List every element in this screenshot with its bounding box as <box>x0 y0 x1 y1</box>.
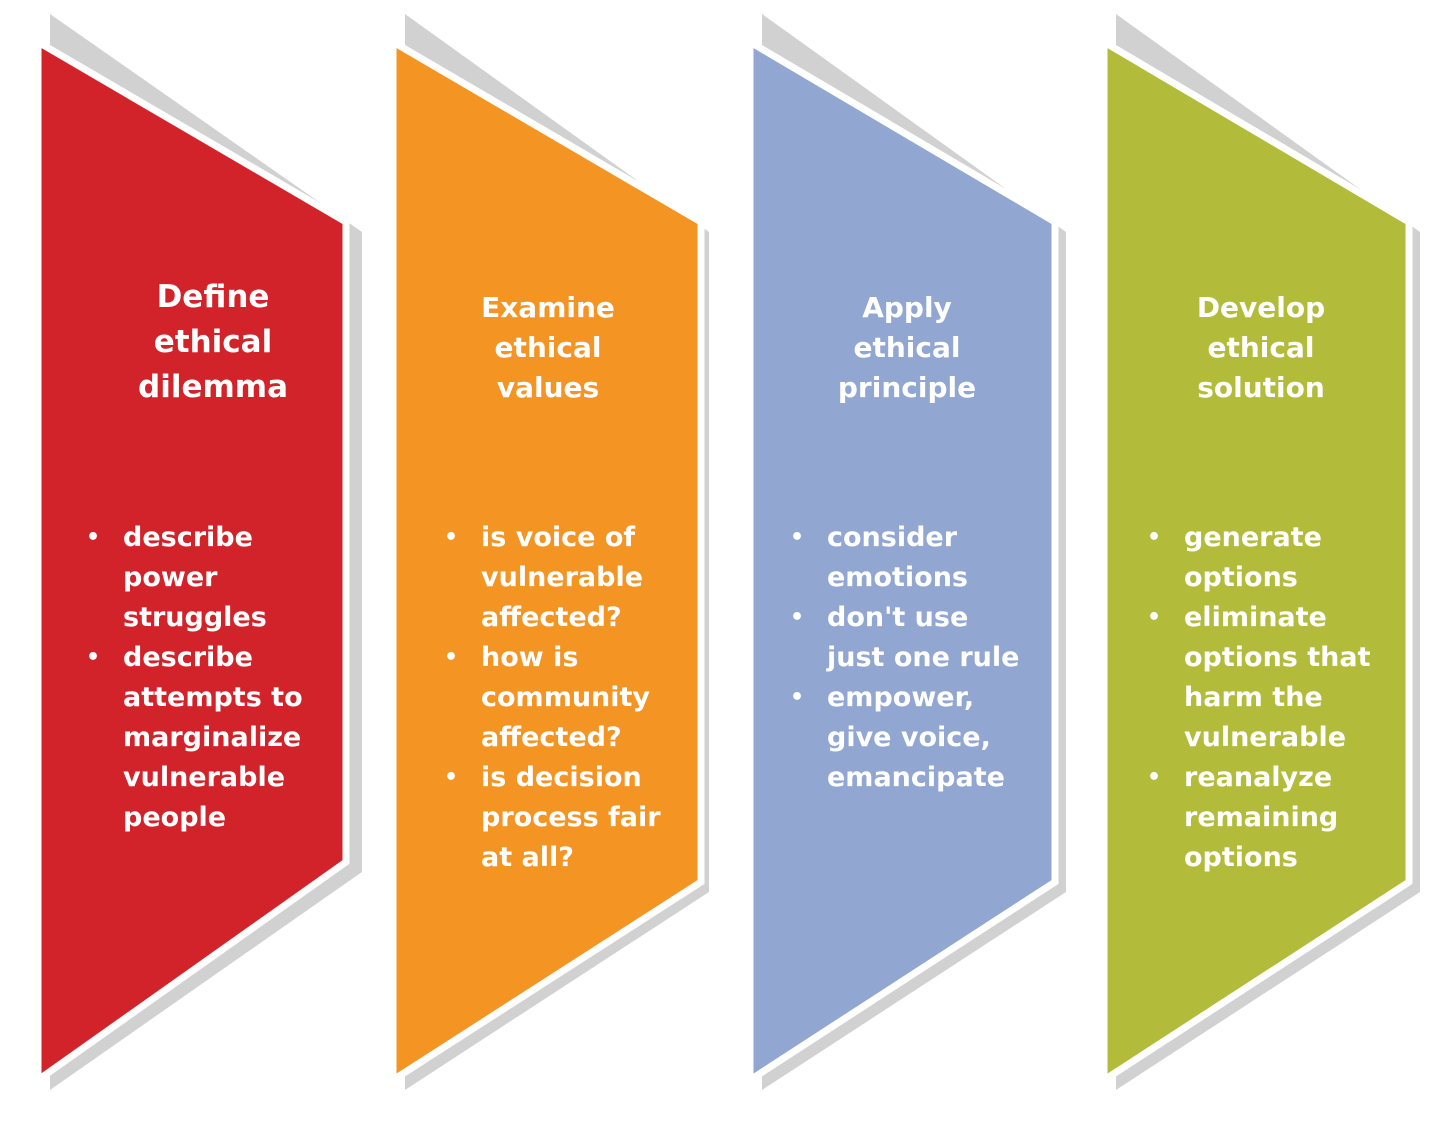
bullet-line: emotions <box>827 562 968 593</box>
bullet-line: emancipate <box>827 762 1005 793</box>
bullet-line: eliminate <box>1184 602 1327 633</box>
bullet-item: • is voice of vulnerable affected? <box>444 518 744 638</box>
bullet-icon: • <box>86 525 101 550</box>
bullet-line: vulnerable <box>123 762 286 793</box>
bullet-line: power <box>123 562 218 593</box>
chevron-fill <box>1100 35 1413 1087</box>
step-title-line: ethical <box>853 331 961 364</box>
bullet-line: options that <box>1184 642 1371 673</box>
bullet-line: empower, <box>827 682 975 713</box>
step-bullet-list: • describe power struggles • describe at… <box>86 518 386 838</box>
step-title-line: solution <box>1197 371 1325 404</box>
step-bullet-list: • is voice of vulnerable affected? • how… <box>444 518 744 878</box>
chevron-fill <box>34 35 350 1087</box>
bullet-line: is decision <box>481 762 642 793</box>
step-title-line: ethical <box>153 324 273 360</box>
bullet-line: generate <box>1184 522 1322 553</box>
bullet-item: • don't use just one rule <box>790 598 1090 678</box>
step-title: Examine ethical values <box>413 288 683 408</box>
bullet-line: give voice, <box>827 722 991 753</box>
step-chevron-shape <box>1100 14 1420 1090</box>
step-panel-apply-principle: Apply ethical principle • consider emoti… <box>746 0 1130 1128</box>
bullet-line: struggles <box>123 602 267 633</box>
bullet-icon: • <box>1147 525 1162 550</box>
bullet-icon: • <box>1147 765 1162 790</box>
bullet-item: • empower, give voice, emancipate <box>790 678 1090 798</box>
bullet-line: attempts to <box>123 682 303 713</box>
bullet-icon: • <box>790 525 805 550</box>
step-title-line: values <box>496 371 600 404</box>
step-panel-define-dilemma: Define ethical dilemma • describe power … <box>34 0 418 1128</box>
bullet-line: options <box>1184 842 1298 873</box>
step-title: Apply ethical principle <box>772 288 1042 408</box>
bullet-line: describe <box>123 642 253 673</box>
step-title-line: Develop <box>1196 291 1326 324</box>
step-title: Develop ethical solution <box>1126 288 1396 408</box>
bullet-line: remaining <box>1184 802 1339 833</box>
step-title-line: ethical <box>1207 331 1315 364</box>
chevron-fill <box>389 35 705 1087</box>
bullet-icon: • <box>444 645 459 670</box>
bullet-line: options <box>1184 562 1298 593</box>
bullet-item: • is decision process fair at all? <box>444 758 744 878</box>
step-chevron-shape <box>389 14 709 1090</box>
bullet-icon: • <box>86 645 101 670</box>
bullet-item: • generate options <box>1147 518 1447 598</box>
bullet-line: vulnerable <box>481 562 644 593</box>
bullet-line: consider <box>827 522 958 553</box>
bullet-item: • describe attempts to marginalize vulne… <box>86 638 386 838</box>
step-title: Define ethical dilemma <box>78 275 348 410</box>
chevron-fill <box>746 35 1059 1087</box>
bullet-line: describe <box>123 522 253 553</box>
step-title-line: principle <box>837 371 977 404</box>
bullet-icon: • <box>790 685 805 710</box>
bullet-line: people <box>123 802 227 833</box>
bullet-line: harm the <box>1184 682 1323 713</box>
bullet-item: • consider emotions <box>790 518 1090 598</box>
bullet-line: is voice of <box>481 522 636 553</box>
bullet-icon: • <box>1147 605 1162 630</box>
bullet-icon: • <box>444 765 459 790</box>
step-panel-develop-solution: Develop ethical solution • generate opti… <box>1100 0 1453 1128</box>
bullet-line: reanalyze <box>1184 762 1333 793</box>
step-chevron-shape <box>34 14 362 1090</box>
bullet-line: how is <box>481 642 579 673</box>
bullet-line: don't use <box>827 602 969 633</box>
step-title-line: Apply <box>862 291 952 324</box>
bullet-line: just one rule <box>827 642 1020 673</box>
bullet-icon: • <box>444 525 459 550</box>
step-bullet-list: • consider emotions • don't use just one… <box>790 518 1090 798</box>
step-title-line: Define <box>156 279 270 315</box>
bullet-line: community <box>481 682 651 713</box>
step-title-line: Examine <box>481 291 615 324</box>
step-title-line: dilemma <box>138 369 288 405</box>
bullet-line: at all? <box>481 842 574 873</box>
step-chevron-shape <box>746 14 1066 1090</box>
bullet-item: • describe power struggles <box>86 518 386 638</box>
bullet-line: affected? <box>481 602 622 633</box>
bullet-item: • reanalyze remaining options <box>1147 758 1447 878</box>
bullet-item: • eliminate options that harm the vulner… <box>1147 598 1447 758</box>
step-panel-examine-values: Examine ethical values • is voice of vul… <box>389 0 773 1128</box>
step-bullet-list: • generate options • eliminate options t… <box>1147 518 1447 878</box>
bullet-icon: • <box>790 605 805 630</box>
bullet-line: marginalize <box>123 722 302 753</box>
bullet-item: • how is community affected? <box>444 638 744 758</box>
bullet-line: affected? <box>481 722 622 753</box>
step-title-line: ethical <box>494 331 602 364</box>
bullet-line: vulnerable <box>1184 722 1347 753</box>
bullet-line: process fair <box>481 802 661 833</box>
